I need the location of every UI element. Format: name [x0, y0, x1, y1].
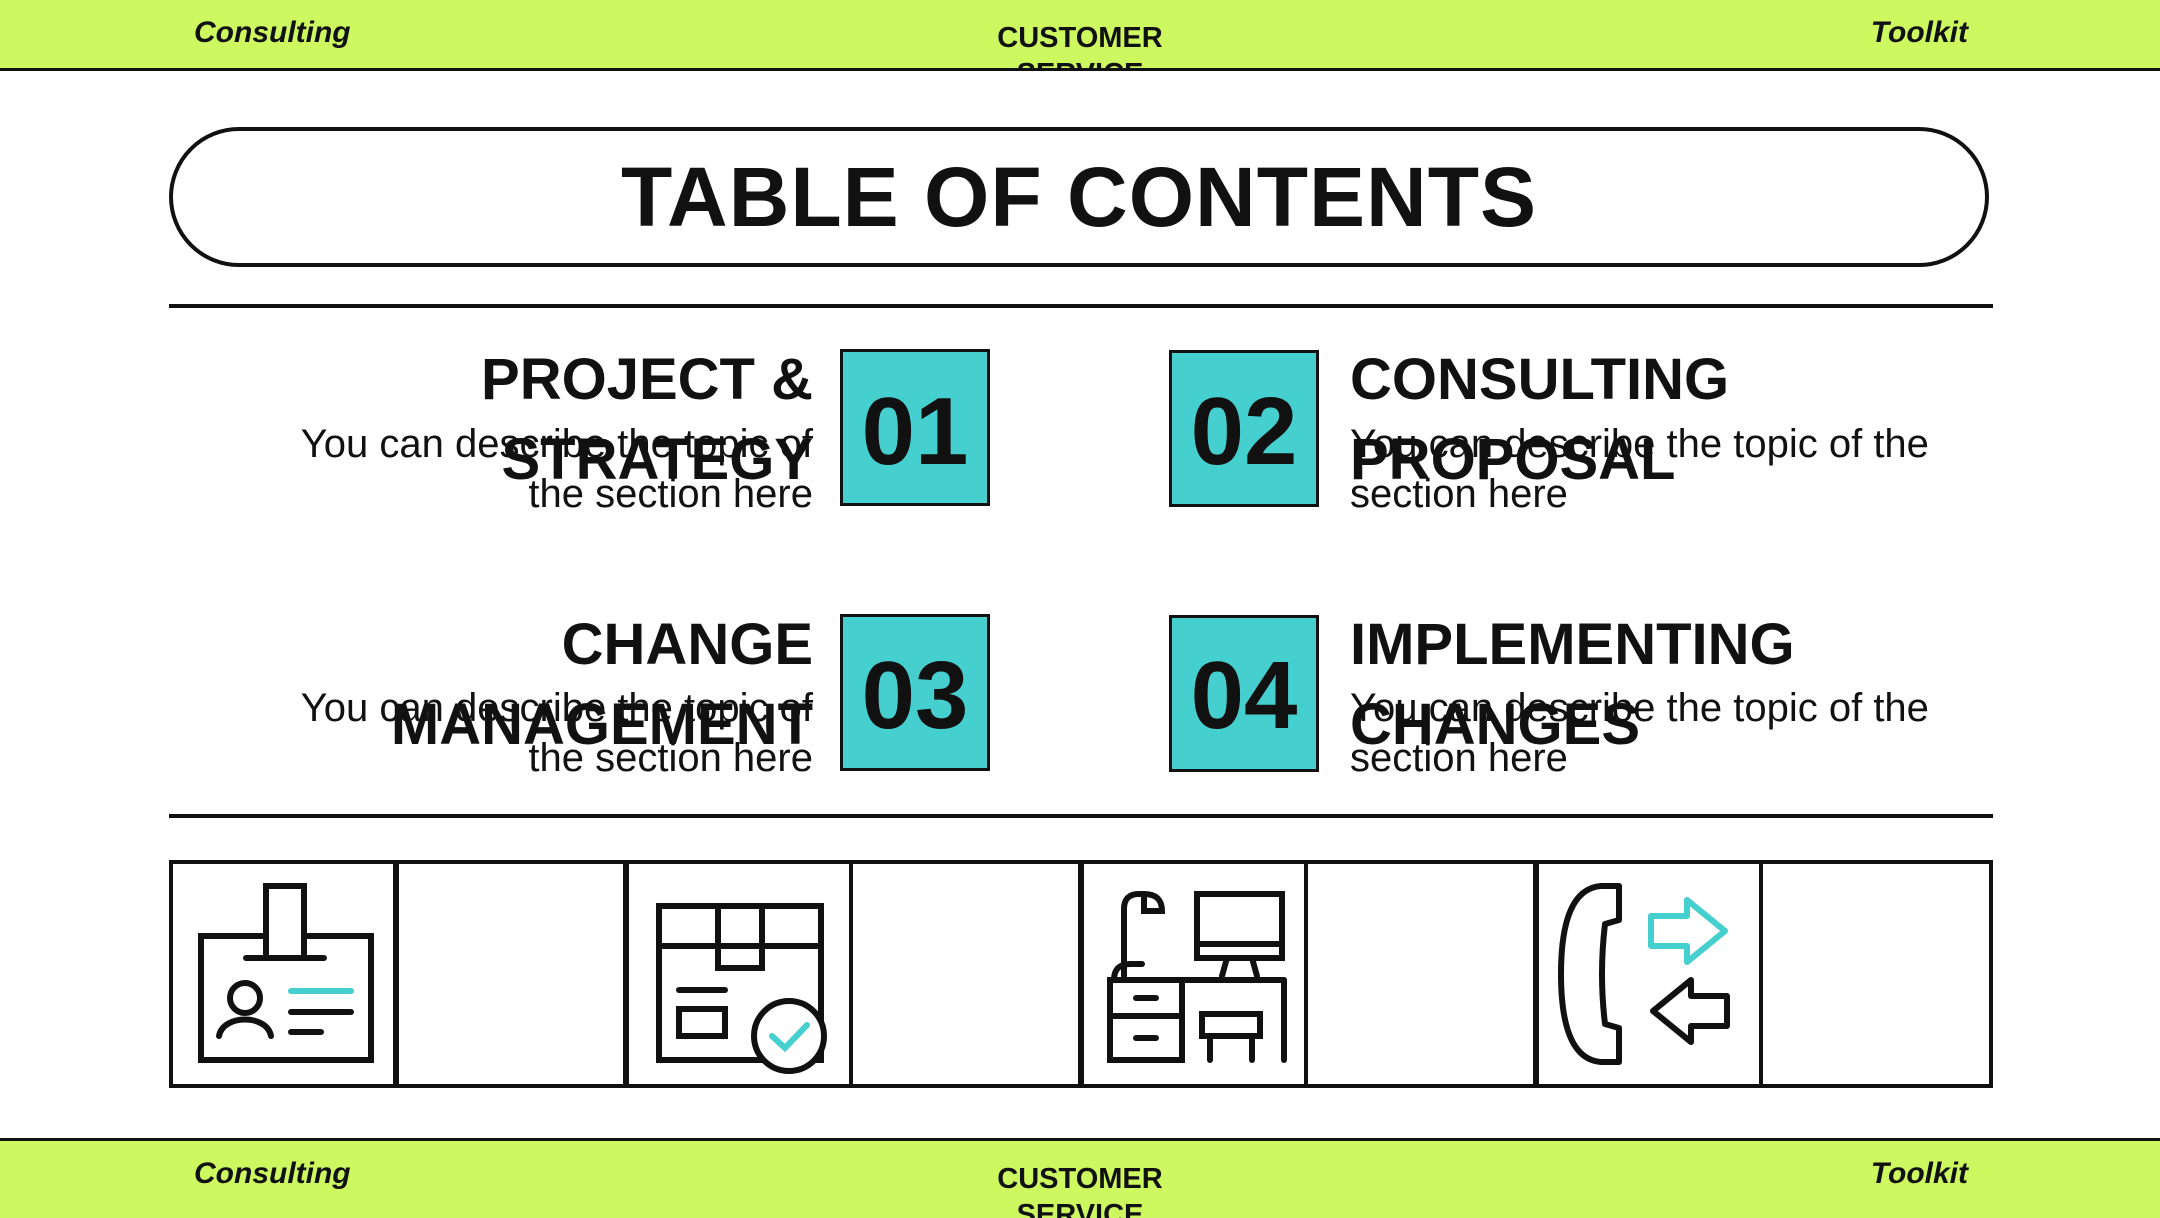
section-4-number-box	[1169, 615, 1319, 772]
icon-cell-4	[1535, 860, 1763, 1088]
section-3-title: CHANGE MANAGEMENT	[390, 612, 813, 757]
section-2-number-box	[1169, 350, 1319, 507]
section-3-number-box	[840, 614, 990, 771]
icon-cell-1	[169, 860, 397, 1088]
empty-cell-1	[395, 860, 627, 1088]
id-badge-icon	[198, 883, 374, 1063]
top-divider	[169, 304, 1993, 308]
header-bar: Consulting CUSTOMER SERVICE Toolkit	[0, 0, 2160, 71]
section-2-title: CONSULTING PROPOSAL	[1350, 347, 1730, 492]
footer-bar: Consulting CUSTOMER SERVICE Toolkit	[0, 1138, 2160, 1218]
empty-cell-2	[849, 860, 1082, 1088]
empty-cell-3	[1304, 860, 1537, 1088]
phone-transfer-icon	[1558, 883, 1730, 1065]
workstation-desk-icon	[1107, 891, 1287, 1063]
section-3-number: 03	[861, 642, 969, 749]
icon-cell-3	[1080, 860, 1308, 1088]
bottom-divider	[169, 814, 1993, 818]
footer-right-label: Toolkit	[1870, 1157, 1968, 1190]
footer-center-label: CUSTOMER SERVICE	[997, 1163, 1163, 1218]
section-4-description: You can describe the topic of the sectio…	[1350, 686, 1929, 780]
footer-left-label: Consulting	[194, 1157, 351, 1190]
section-2-description: You can describe the topic of the sectio…	[1350, 422, 1929, 516]
section-1-number: 01	[861, 378, 969, 485]
section-1-description: You can describe the topic of the sectio…	[300, 422, 813, 516]
header-center-label: CUSTOMER SERVICE	[997, 22, 1163, 68]
section-1-title: PROJECT & STRATEGY	[481, 347, 813, 492]
section-4-title: IMPLEMENTING CHANGES	[1350, 612, 1795, 757]
icon-cell-2	[625, 860, 853, 1088]
section-1-number-box	[840, 349, 990, 506]
header-right-label: Toolkit	[1870, 16, 1968, 49]
section-3-description: You can describe the topic of the sectio…	[300, 686, 813, 780]
section-4-number: 04	[1190, 642, 1298, 749]
header-left-label: Consulting	[194, 16, 351, 49]
package-check-icon	[656, 903, 827, 1074]
section-2-number: 02	[1190, 378, 1298, 485]
empty-cell-4	[1759, 860, 1993, 1088]
title-pill: TABLE OF CONTENTS	[169, 127, 1989, 267]
page-title: TABLE OF CONTENTS	[620, 149, 1538, 244]
